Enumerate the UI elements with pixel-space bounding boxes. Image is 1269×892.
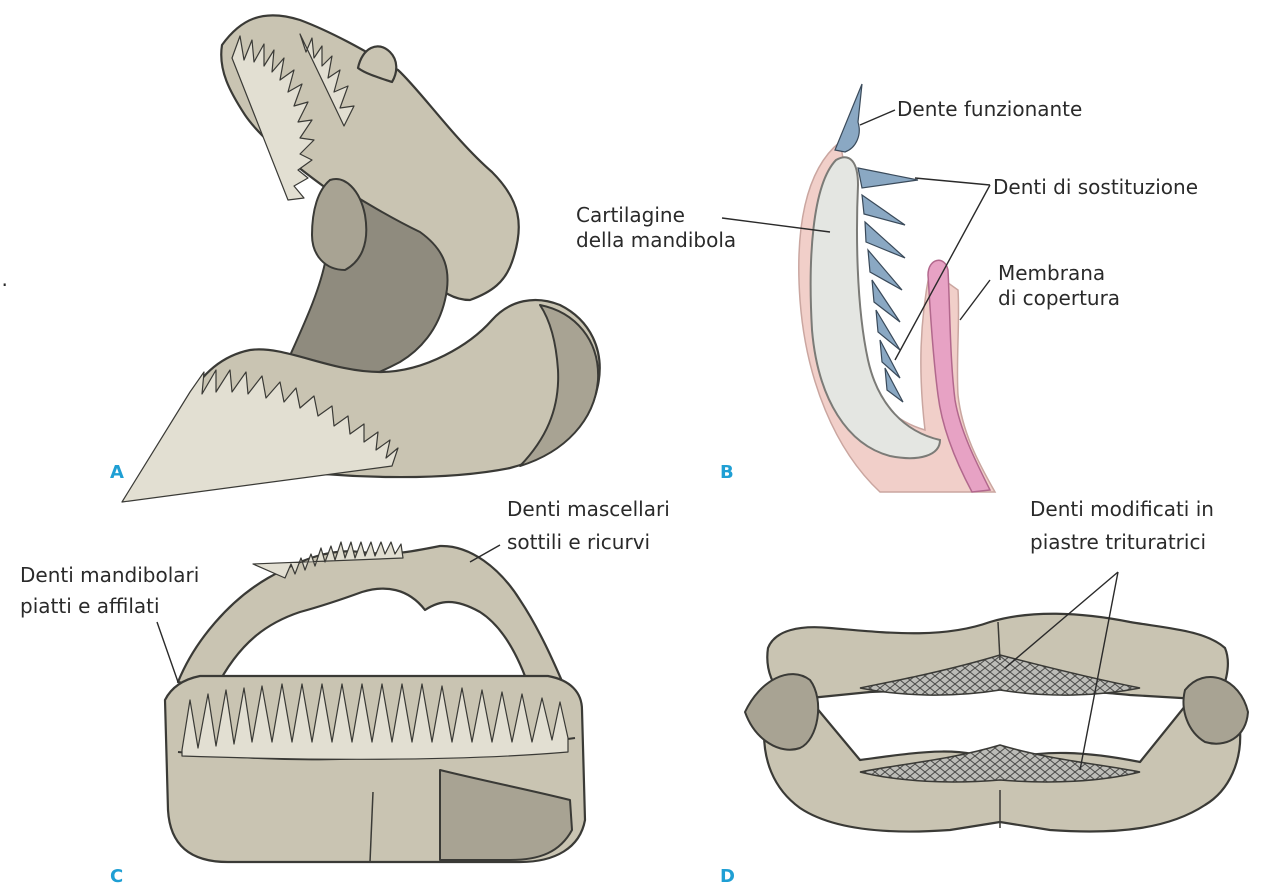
label-functioning-tooth: Dente funzionante <box>897 97 1082 121</box>
label-cartilage-line1: Cartilagine <box>576 203 685 227</box>
panel-a-shark-jaw: A <box>110 15 600 502</box>
left-joint <box>745 674 818 750</box>
label-cartilage-line2: della mandibola <box>576 228 736 252</box>
label-mandibular-line2: piatti e affilati <box>20 594 160 618</box>
upper-arch <box>178 546 565 690</box>
label-maxillary-line2: sottili e ricurvi <box>507 530 650 554</box>
panel-letter-a: A <box>110 462 124 483</box>
label-mandibular-line1: Denti mandibolari <box>20 563 199 587</box>
label-replacement-teeth: Denti di sostituzione <box>993 175 1198 199</box>
panel-c-front-jaw: Denti mascellari sottili e ricurvi Denti… <box>20 497 670 887</box>
label-modified-line2: piastre trituratrici <box>1030 530 1206 554</box>
panel-letter-c: C <box>110 866 123 887</box>
functioning-tooth <box>835 84 862 152</box>
panel-d-crushing-jaw: Denti modificati in piastre trituratrici… <box>720 497 1248 887</box>
label-modified-line1: Denti modificati in <box>1030 497 1214 521</box>
label-membrane-line1: Membrana <box>998 261 1105 285</box>
panel-letter-d: D <box>720 866 735 887</box>
label-membrane-line2: di copertura <box>998 286 1120 310</box>
panel-b-cross-section: Dente funzionante Denti di sostituzione … <box>576 84 1198 492</box>
edge-text-fragment: l. <box>0 267 8 291</box>
panel-letter-b: B <box>720 462 734 483</box>
label-maxillary-line1: Denti mascellari <box>507 497 670 521</box>
